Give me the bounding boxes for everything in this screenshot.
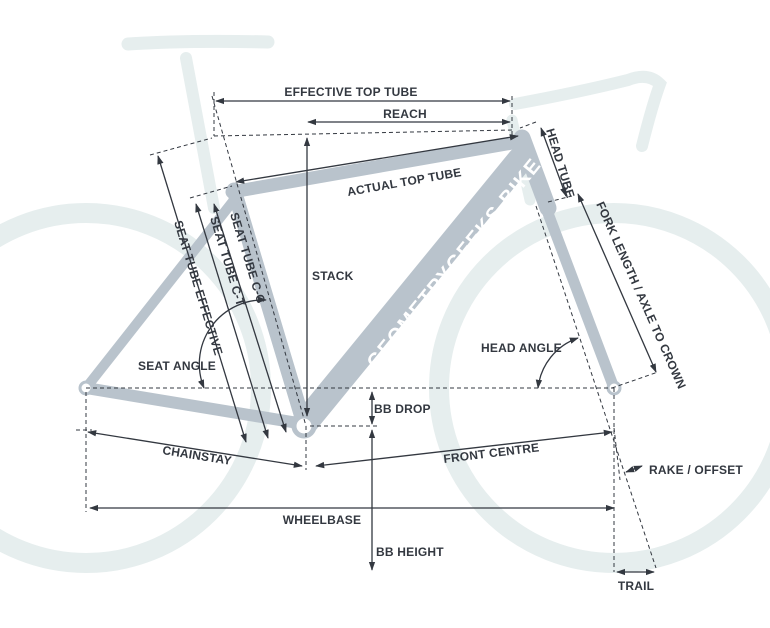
label-bb-height: BB HEIGHT bbox=[376, 545, 444, 559]
rake-offset-arrow bbox=[625, 465, 643, 473]
label-bb-drop: BB DROP bbox=[374, 402, 431, 416]
seatpost-shape bbox=[180, 52, 220, 214]
front-centre-arrow bbox=[315, 429, 613, 469]
head-tube-arrow bbox=[540, 127, 567, 197]
label-head-angle: HEAD ANGLE bbox=[481, 341, 562, 355]
head-angle-arc bbox=[535, 337, 579, 389]
label-trail: TRAIL bbox=[618, 579, 654, 593]
chainstay-shape bbox=[80, 382, 310, 430]
label-stack: STACK bbox=[312, 269, 354, 283]
label-seat-angle: SEAT ANGLE bbox=[138, 359, 216, 373]
label-effective-top-tube: EFFECTIVE TOP TUBE bbox=[284, 85, 417, 99]
seat-angle-arc bbox=[197, 296, 267, 389]
dimension-lines bbox=[87, 97, 657, 576]
label-wheelbase: WHEELBASE bbox=[283, 513, 361, 527]
actual-top-tube-arrow bbox=[235, 134, 519, 184]
label-rake-offset: RAKE / OFFSET bbox=[649, 463, 743, 477]
bike-frame: GEOMETRYGEEKS.BIKE bbox=[78, 129, 622, 439]
fork-length-arrow bbox=[577, 193, 657, 373]
label-reach: REACH bbox=[383, 107, 427, 121]
reference-lines bbox=[76, 92, 659, 572]
chainstay-arrow bbox=[87, 430, 303, 468]
saddle-shape bbox=[121, 34, 275, 51]
label-chainstay: CHAINSTAY bbox=[162, 443, 233, 468]
handlebar-shape bbox=[509, 70, 667, 152]
fork-shape bbox=[537, 194, 620, 394]
down-tube-shape bbox=[291, 147, 533, 437]
